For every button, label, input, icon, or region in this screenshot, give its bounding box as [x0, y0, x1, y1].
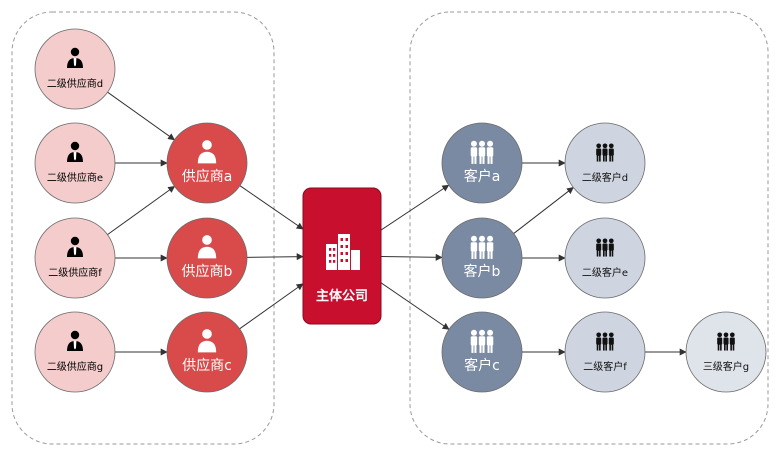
person-tie-icon — [197, 329, 217, 353]
secondary-supplier-node-label: 二级供应商e — [47, 171, 103, 184]
secondary-supplier-node-circle — [34, 28, 116, 110]
secondary-customer-node-label: 二级客户e — [582, 266, 628, 279]
person-tie-icon — [67, 330, 83, 351]
person-tie-icon — [197, 235, 217, 259]
customer-node: 客户c — [441, 311, 523, 393]
people-group-icon — [470, 235, 494, 259]
customer-node: 客户b — [441, 217, 523, 299]
main-company-node: 主体公司 — [302, 187, 382, 325]
edge-sa-center — [239, 185, 304, 230]
secondary-customer-node-circle — [564, 217, 646, 299]
supplier-node: 供应商b — [166, 217, 248, 299]
secondary-supplier-node-label: 二级供应商f — [48, 266, 102, 279]
person-tie-icon — [197, 140, 217, 164]
customer-node-circle — [441, 311, 523, 393]
secondary-customer-node-circle — [564, 311, 646, 393]
customer-node-circle — [441, 122, 523, 204]
secondary-customer-node: 二级客户e — [564, 217, 646, 299]
customer-node-circle — [441, 217, 523, 299]
secondary-customer-node-label: 二级客户f — [583, 360, 627, 373]
secondary-supplier-node-label: 二级供应商d — [47, 77, 103, 90]
secondary-customer-node: 二级客户f — [564, 311, 646, 393]
person-tie-icon — [67, 141, 83, 162]
edge-sd-sa — [107, 91, 175, 141]
edge-cb-cd — [513, 187, 574, 234]
tertiary-customer-node-label: 三级客户g — [703, 360, 749, 373]
customer-node-label: 客户a — [464, 168, 501, 185]
supplier-node-label: 供应商c — [182, 357, 232, 374]
customer-node-label: 客户b — [464, 263, 501, 280]
secondary-supplier-node-label: 二级供应商g — [47, 360, 103, 373]
person-tie-icon — [67, 236, 83, 257]
edges-layer — [107, 91, 687, 356]
main-company-label: 主体公司 — [316, 288, 368, 304]
secondary-customer-node-circle — [564, 122, 646, 204]
secondary-supplier-node: 二级供应商g — [34, 311, 116, 393]
person-tie-icon — [67, 47, 83, 68]
tertiary-customer-node: 三级客户g — [685, 311, 767, 393]
secondary-supplier-node-circle — [34, 217, 116, 299]
nodes-layer: 二级供应商d 二级供应商e 二级供应商f 二级供应商g 供应商a 供应商b 供应商c 客户a 客… — [34, 28, 767, 393]
people-group-icon — [717, 332, 735, 351]
secondary-customer-node-label: 二级客户d — [582, 171, 628, 184]
edge-sf-sa — [107, 185, 176, 236]
supplier-node: 供应商c — [166, 311, 248, 393]
secondary-supplier-node-circle — [34, 311, 116, 393]
supplier-group-frame — [11, 11, 275, 445]
customer-node: 客户a — [441, 122, 523, 204]
supplier-node-label: 供应商a — [182, 168, 233, 185]
secondary-supplier-node: 二级供应商f — [34, 217, 116, 299]
edge-sb-center — [246, 253, 304, 261]
people-group-icon — [596, 332, 614, 351]
secondary-supplier-node: 二级供应商e — [34, 122, 116, 204]
supplier-node-label: 供应商b — [182, 263, 233, 280]
edge-center-ca — [380, 184, 450, 231]
buildings-icon — [326, 234, 360, 270]
edge-center-cc — [380, 282, 450, 330]
people-group-icon — [470, 140, 494, 164]
customer-node-label: 客户c — [464, 357, 500, 374]
secondary-customer-node: 二级客户d — [564, 122, 646, 204]
edge-center-cb — [380, 253, 443, 261]
secondary-supplier-node: 二级供应商d — [34, 28, 116, 110]
people-group-icon — [596, 143, 614, 162]
edge-sc-center — [239, 283, 304, 330]
tertiary-customer-node-circle — [685, 311, 767, 393]
people-group-icon — [470, 329, 494, 353]
supplier-node: 供应商a — [166, 122, 248, 204]
secondary-supplier-node-circle — [34, 122, 116, 204]
people-group-icon — [596, 238, 614, 257]
